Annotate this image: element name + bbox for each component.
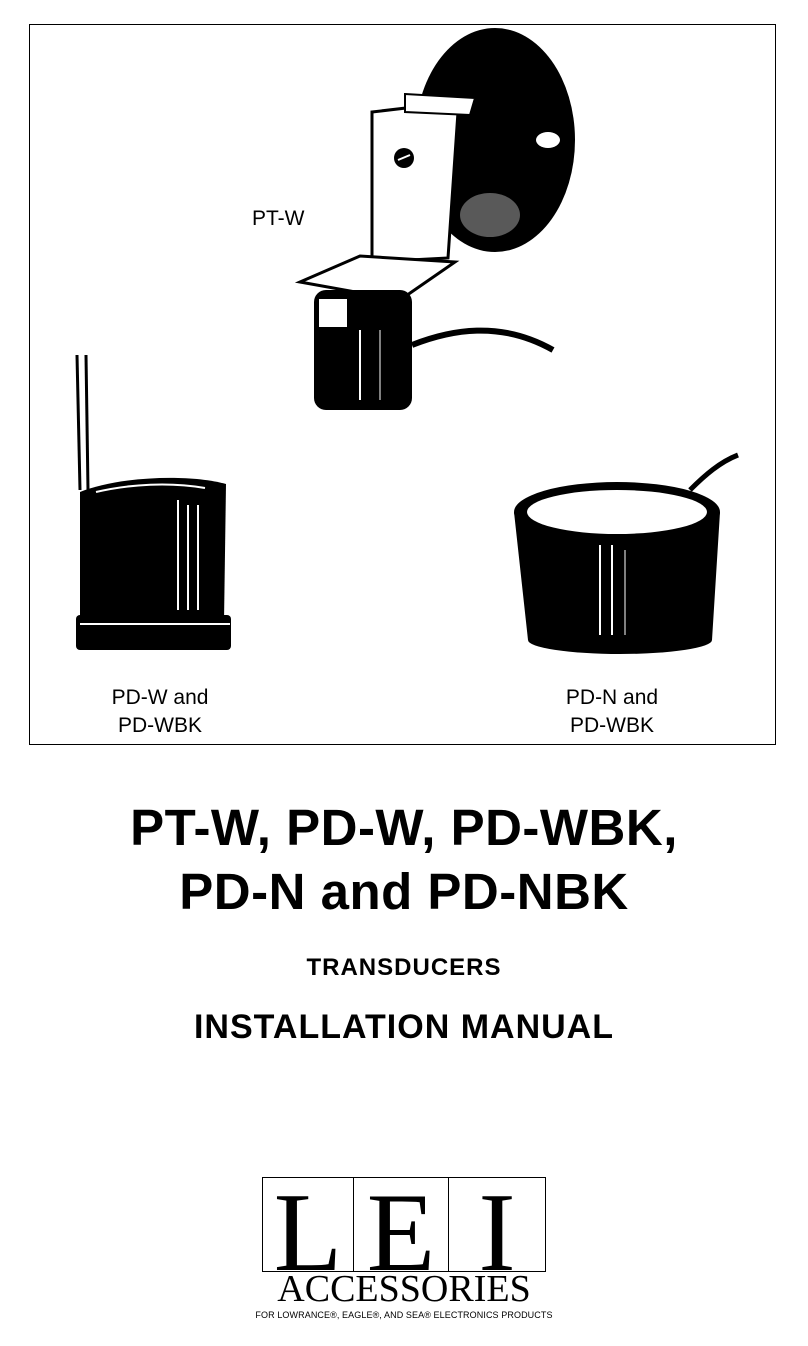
pdn-label: PD-N and PD-WBK <box>532 684 692 740</box>
title-line2: PD-N and PD-NBK <box>179 863 629 920</box>
logo-letter-l: L <box>262 1177 354 1272</box>
pdn-transducer-image <box>514 452 739 654</box>
pdw-label: PD-W and PD-WBK <box>80 684 240 740</box>
pdn-label-line2: PD-WBK <box>570 714 654 737</box>
transducer-illustrations <box>75 28 739 654</box>
pdn-label-line1: PD-N and <box>565 686 659 709</box>
logo-accessories: ACCESSORIES <box>277 1268 531 1310</box>
pdw-label-line1: PD-W and <box>111 686 209 709</box>
pdw-label-line2: PD-WBK <box>118 714 202 737</box>
title-line1: PT-W, PD-W, PD-WBK, <box>130 799 678 856</box>
document-title: PT-W, PD-W, PD-WBK, PD-N and PD-NBK <box>0 796 808 924</box>
manual-heading: INSTALLATION MANUAL <box>193 1008 614 1046</box>
document-subtitle: TRANSDUCERS <box>306 954 502 981</box>
logo-letter-e: E <box>353 1177 449 1272</box>
ptw-transducer-image <box>294 28 575 410</box>
figure-frame <box>29 24 776 745</box>
lei-logo: L E I ACCESSORIES FOR LOWRANCE®, EAGLE®,… <box>255 1177 552 1320</box>
logo-letter-i: I <box>448 1177 546 1272</box>
ptw-label: PT-W <box>252 207 305 230</box>
pdw-transducer-image <box>75 354 231 650</box>
logo-tagline: FOR LOWRANCE®, EAGLE®, AND SEA® ELECTRON… <box>255 1310 553 1320</box>
